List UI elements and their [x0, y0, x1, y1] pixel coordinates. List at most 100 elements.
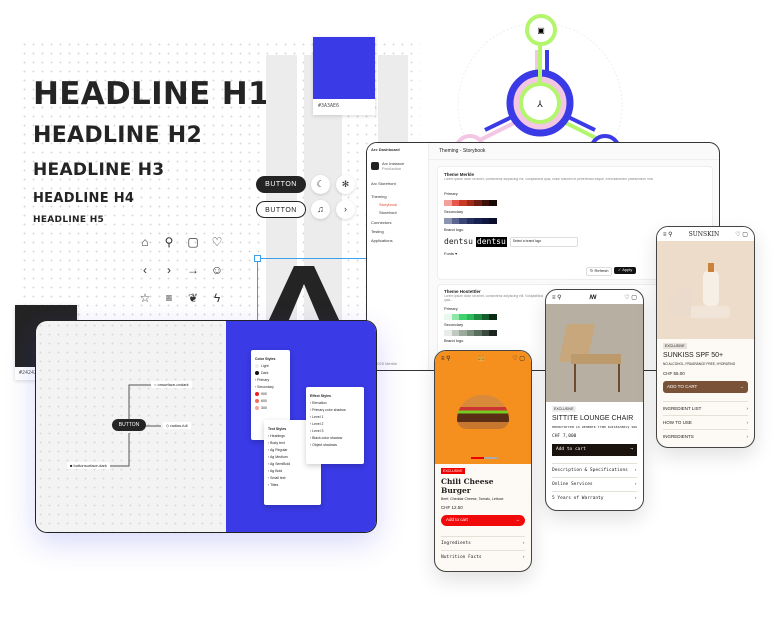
nav-arc-storefront[interactable]: Arc Storefront	[371, 181, 396, 186]
style-item[interactable]: › Ag Medium	[268, 455, 288, 459]
color-swatch	[474, 329, 482, 336]
card-title: Text Styles	[268, 427, 287, 431]
add-to-cart-button[interactable]: ADD TO CART→	[663, 380, 748, 393]
style-item[interactable]: › Ag SemiBold	[268, 462, 291, 466]
product-desc: NO ALCOHOL, FRAGRANCE FREE, HYDRATING	[663, 362, 736, 367]
style-item[interactable]: › Small text	[268, 476, 286, 480]
flow-button[interactable]: BUTTON	[112, 419, 146, 431]
primary-label: Primary	[444, 191, 458, 197]
accordion-ingredients[interactable]: INGREDIENTS›	[663, 428, 748, 443]
primary-swatches	[444, 200, 498, 207]
nav-storefront[interactable]: Storefront	[379, 210, 397, 215]
style-item[interactable]: › Ag Regular	[268, 448, 288, 452]
primary-swatches	[444, 314, 498, 321]
menu-icon[interactable]: ≡ ⚲	[552, 294, 562, 301]
brand-logo-select[interactable]: Select a brand logo	[509, 236, 578, 247]
style-item[interactable]: › Level 1	[310, 415, 324, 419]
accordion-services[interactable]: Online Services›	[552, 476, 637, 491]
phone-header: ≡ ⚲🍔♡ ▢	[435, 351, 531, 365]
color-swatch	[466, 200, 475, 207]
style-item[interactable]: › Level 2	[310, 422, 324, 426]
theme-name: Theme Hostettler	[444, 289, 481, 294]
cart-icon[interactable]: ♡ ▢	[735, 231, 748, 238]
button-filled[interactable]: BUTTON	[256, 176, 306, 193]
accordion-warranty[interactable]: 5 Years of Warranty›	[552, 490, 637, 505]
fonts-toggle[interactable]: Fonts ▾	[444, 250, 458, 256]
blue-swatch-label: #3A3AE6	[318, 103, 340, 109]
refresh-button[interactable]: ↻ Refresh	[586, 267, 613, 276]
style-item[interactable]: › Elevation	[310, 401, 327, 405]
token-radius: ◇ radius-full	[163, 422, 191, 429]
style-item[interactable]: › Object shadows	[310, 443, 338, 447]
style-item[interactable]: › Headings	[268, 434, 285, 438]
color-swatch	[459, 217, 467, 224]
style-item[interactable]: › Primary color shadow	[310, 408, 346, 412]
phone-sunskin: ≡ ⚲SUNSKIN♡ ▢ EXCLUSIVE SUNKISS SPF 50+ …	[656, 226, 755, 448]
headline-h1: HEADLINE H1	[33, 76, 270, 112]
style-item[interactable]: 900	[255, 392, 286, 397]
style-item[interactable]: › Titles	[268, 483, 279, 487]
cart-icon[interactable]: ♡ ▢	[624, 294, 637, 301]
style-item[interactable]: › Ag Bold	[268, 469, 283, 473]
menu-icon[interactable]: ≡ ⚲	[441, 355, 451, 362]
add-to-cart-button[interactable]: Add to cart→	[441, 514, 525, 526]
headline-h5: HEADLINE H5	[33, 215, 105, 225]
nav-applications[interactable]: Applications	[371, 238, 393, 243]
accordion-description[interactable]: Description & Specifications›	[552, 462, 637, 477]
style-item[interactable]: › Primary	[255, 378, 270, 383]
style-item[interactable]: Light	[255, 364, 286, 369]
gear-icon[interactable]: ✻	[336, 175, 355, 194]
menu-icon[interactable]: ≡ ⚲	[663, 231, 673, 238]
nav-storybook[interactable]: Storybook	[379, 202, 398, 207]
style-item[interactable]: › Black color shadow	[310, 436, 343, 440]
style-item[interactable]: Dark	[255, 371, 286, 376]
footer: © 2025 Merkle	[371, 361, 398, 366]
badge: EXCLUSIVE	[441, 468, 465, 474]
nav-connectors[interactable]: Connectors	[371, 220, 392, 225]
color-swatch	[466, 217, 475, 224]
search-icon: ⚲	[164, 235, 174, 249]
brand-logo-light[interactable]: dentsu	[444, 236, 473, 246]
add-to-cart-button[interactable]: Add to cart→	[552, 443, 637, 456]
style-item[interactable]: 600	[255, 399, 286, 404]
blue-swatch: #3A3AE6	[313, 37, 375, 115]
accordion-ingredients[interactable]: Ingredients›	[441, 535, 525, 550]
card-title: Effect Styles	[310, 394, 332, 398]
app-title: Arc Dashboard	[371, 147, 400, 152]
bolt-icon: ϟ	[213, 291, 221, 305]
selection-handle[interactable]	[254, 255, 261, 262]
leaf-icon: ❦	[187, 291, 199, 305]
bell-icon[interactable]: ♫	[311, 200, 330, 219]
style-item[interactable]: 300	[255, 406, 286, 411]
style-item[interactable]: › Body text	[268, 441, 285, 445]
color-swatch	[459, 200, 467, 207]
accordion-nutrition[interactable]: Nutrition Facts›	[441, 549, 525, 564]
nav-theming[interactable]: Theming	[371, 194, 387, 199]
brand-logo-label: Brand logo	[444, 226, 464, 232]
accordion-how-to-use[interactable]: HOW TO USE›	[663, 414, 748, 429]
primary-label: Primary	[444, 306, 458, 312]
product-image	[546, 304, 643, 402]
color-swatch	[481, 200, 490, 207]
cart-icon[interactable]: ♡ ▢	[512, 355, 525, 362]
color-swatch	[474, 314, 482, 321]
button-outline[interactable]: BUTTON	[256, 201, 306, 218]
headline-h4: HEADLINE H4	[33, 191, 135, 206]
design-system-card: BUTTON ○ onsurface-ondark ◇ radius-full …	[35, 320, 377, 533]
style-item[interactable]: › Level 3	[310, 429, 324, 433]
color-swatch	[444, 200, 452, 207]
nav-testing[interactable]: Testing	[371, 229, 384, 234]
apply-button[interactable]: ✓ Apply	[614, 267, 637, 274]
arrow-right-icon: →	[187, 263, 199, 277]
chevron-right-icon[interactable]: ›	[336, 200, 355, 219]
color-swatch	[474, 217, 482, 224]
home-icon: ⌂	[141, 235, 149, 249]
moon-icon[interactable]: ☾	[311, 175, 330, 194]
selection-line	[257, 258, 258, 328]
accordion-ingredient-list[interactable]: INGREDIENT LIST›	[663, 400, 748, 415]
brand-logo-label: Brand logo	[444, 337, 464, 343]
brand-logo-dark[interactable]: dentsu	[475, 236, 507, 247]
style-item[interactable]: › Secondary	[255, 385, 274, 390]
